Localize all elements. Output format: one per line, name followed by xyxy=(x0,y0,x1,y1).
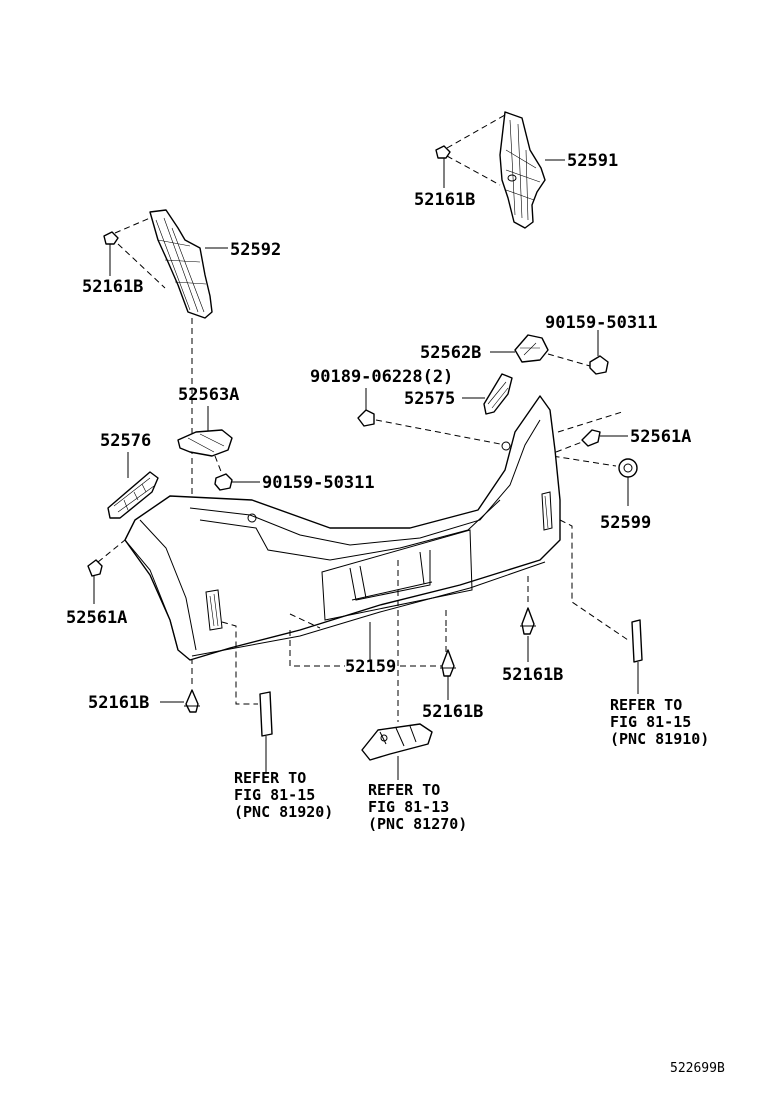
label-90189: 90189-06228(2) xyxy=(310,367,453,387)
bracket-52592[interactable] xyxy=(149,209,213,319)
bracket-52562b[interactable] xyxy=(514,334,549,363)
screw-90159-top[interactable] xyxy=(589,355,609,375)
svg-text:REFER TO: REFER TO xyxy=(368,781,440,799)
license-lamp[interactable] xyxy=(361,723,433,761)
svg-text:FIG 81-15: FIG 81-15 xyxy=(234,786,315,804)
label-52562b: 52562B xyxy=(420,343,481,363)
label-52563a: 52563A xyxy=(178,385,239,405)
grommet-52599[interactable] xyxy=(618,458,638,478)
label-52561a-right: 52561A xyxy=(630,427,691,447)
svg-text:(PNC 81270): (PNC 81270) xyxy=(368,815,467,833)
svg-text:(PNC 81910): (PNC 81910) xyxy=(610,730,709,748)
svg-text:FIG 81-13: FIG 81-13 xyxy=(368,798,449,816)
clip-52161b-right[interactable] xyxy=(520,607,536,635)
label-52161b-center: 52161B xyxy=(422,702,483,722)
svg-text:(PNC 81920): (PNC 81920) xyxy=(234,803,333,821)
label-52161b-left: 52161B xyxy=(82,277,143,297)
clip-52161b-bottom[interactable] xyxy=(184,689,200,713)
bracket-52591[interactable] xyxy=(499,111,546,229)
label-52159: 52159 xyxy=(345,657,396,677)
label-52575: 52575 xyxy=(404,389,455,409)
bumper-cover-52159[interactable] xyxy=(124,395,561,661)
label-52561a-left: 52561A xyxy=(66,608,127,628)
label-52592: 52592 xyxy=(230,240,281,260)
refer-left[interactable]: REFER TO FIG 81-15 (PNC 81920) xyxy=(234,769,333,821)
bracket-52576[interactable] xyxy=(107,471,159,519)
clip-52161b-left[interactable] xyxy=(103,231,119,245)
bracket-52563a[interactable] xyxy=(177,429,233,457)
label-52161b-right: 52161B xyxy=(502,665,563,685)
svg-text:FIG 81-15: FIG 81-15 xyxy=(610,713,691,731)
refer-right[interactable]: REFER TO FIG 81-15 (PNC 81910) xyxy=(610,696,709,748)
clip-52161b-top[interactable] xyxy=(435,145,451,159)
nut-90189[interactable] xyxy=(357,409,375,427)
label-52161b-bottom: 52161B xyxy=(88,693,149,713)
clip-52561a-left[interactable] xyxy=(87,559,103,577)
svg-text:REFER TO: REFER TO xyxy=(610,696,682,714)
reflector-right[interactable] xyxy=(631,619,643,663)
clip-52561a-right[interactable] xyxy=(581,429,601,447)
refer-center[interactable]: REFER TO FIG 81-13 (PNC 81270) xyxy=(368,781,467,833)
label-52599: 52599 xyxy=(600,513,651,533)
reflector-left[interactable] xyxy=(259,691,273,737)
label-90159-mid: 90159-50311 xyxy=(262,473,375,493)
label-52591: 52591 xyxy=(567,151,618,171)
bracket-52575[interactable] xyxy=(483,373,513,415)
figure-id: 522699B xyxy=(670,1061,725,1076)
screw-90159-mid[interactable] xyxy=(214,473,233,491)
label-90159-top: 90159-50311 xyxy=(545,313,658,333)
label-52161b-top: 52161B xyxy=(414,190,475,210)
svg-text:REFER TO: REFER TO xyxy=(234,769,306,787)
clip-52161b-center[interactable] xyxy=(440,649,456,677)
label-52576: 52576 xyxy=(100,431,151,451)
